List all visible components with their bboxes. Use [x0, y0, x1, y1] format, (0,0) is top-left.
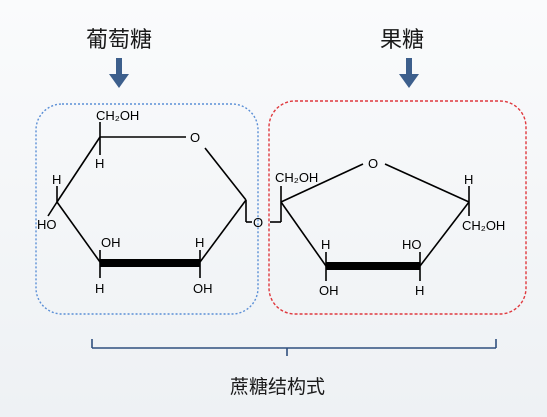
fructose-h-bottom: H: [415, 283, 424, 298]
glucose-box: [35, 103, 259, 315]
glucose-h-right: H: [195, 235, 204, 250]
glycosidic-o: O: [253, 215, 263, 230]
fructose-oh-bottom: OH: [319, 283, 339, 298]
fructose-box: [268, 100, 527, 315]
fructose-h-right-top: H: [464, 172, 473, 187]
fructose-arrow-icon: [399, 58, 419, 88]
glucose-arrow-icon: [109, 58, 129, 88]
glucose-ho-left: HO: [37, 217, 57, 232]
fructose-ring: [270, 163, 470, 281]
bracket: [91, 339, 497, 356]
glucose-h-top: H: [95, 156, 104, 171]
glucose-oh-bottom: OH: [193, 281, 213, 296]
glucose-title: 葡萄糖: [86, 28, 153, 53]
fructose-ho-right: HO: [402, 237, 422, 252]
fructose-h-left: H: [321, 237, 330, 252]
fructose-ch2oh-right: CH₂OH: [462, 218, 505, 233]
glucose-oh-mid: OH: [101, 235, 121, 250]
fructose-ch2oh-left: CH₂OH: [275, 170, 318, 185]
glucose-h-bottom: H: [95, 281, 104, 296]
glucose-h-left: H: [52, 172, 61, 187]
diagram-caption: 蔗糖结构式: [230, 376, 326, 398]
fructose-title: 果糖: [380, 28, 425, 53]
glucose-ring: [47, 122, 252, 278]
fructose-bold-bond: [326, 262, 420, 270]
glucose-bold-bond: [100, 259, 200, 267]
glucose-ring-o: O: [190, 130, 200, 145]
glucose-ch2oh: CH₂OH: [96, 108, 139, 123]
fructose-ring-o: O: [368, 156, 378, 171]
